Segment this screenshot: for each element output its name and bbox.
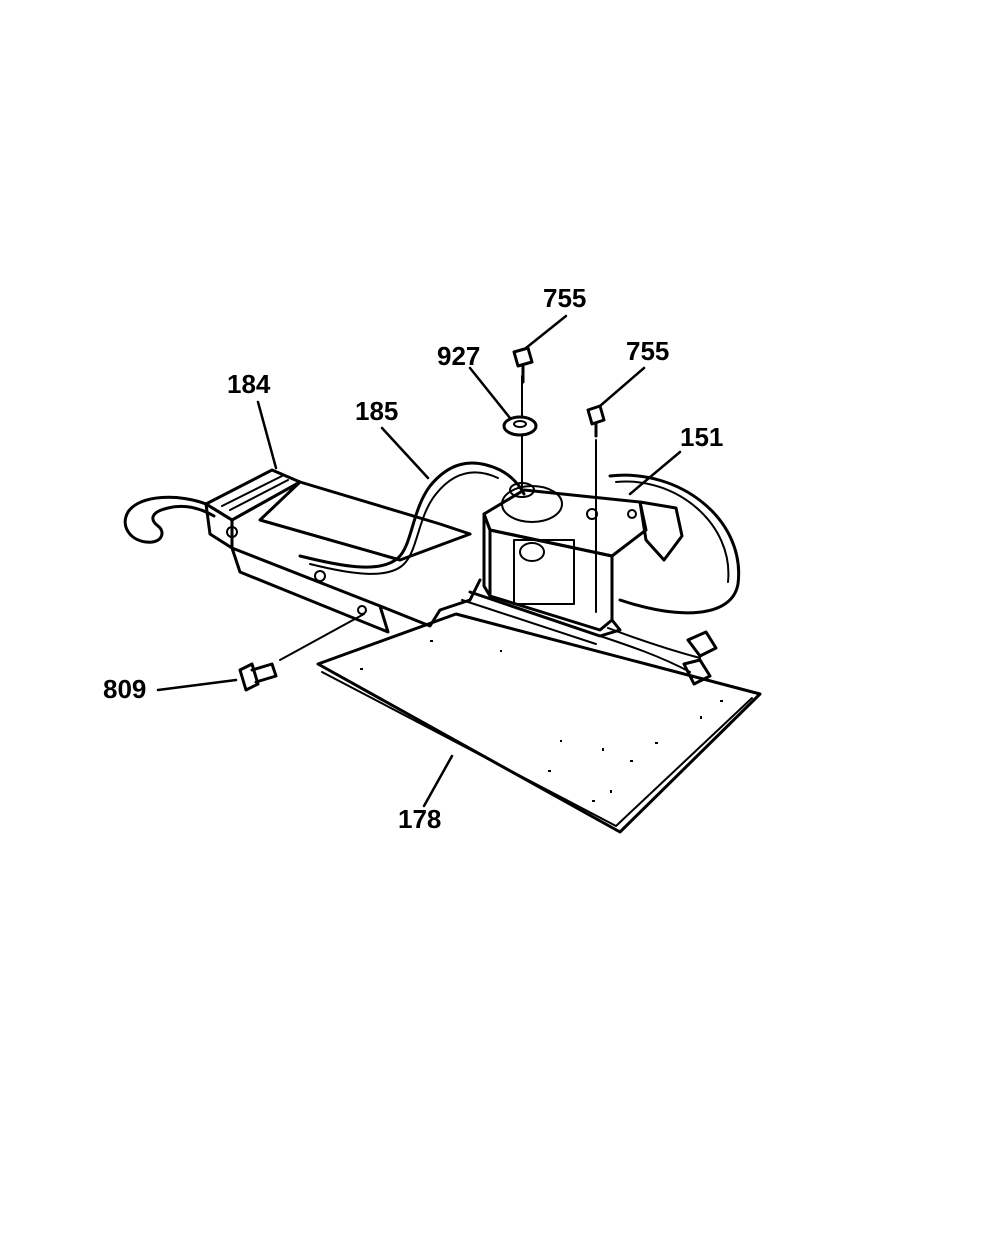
screw-755-right-part [586, 404, 606, 613]
motor-assembly-part [461, 473, 741, 686]
callout-178: 178 [398, 804, 441, 834]
callout-755-top: 755 [543, 283, 586, 313]
wire-tube-part [298, 461, 526, 575]
callout-184: 184 [227, 369, 271, 399]
screw-755-top-part [512, 346, 534, 384]
callout-185: 185 [355, 396, 398, 426]
callout-151: 151 [680, 422, 723, 452]
hook-bracket-part [123, 468, 482, 634]
washer-part [502, 375, 538, 493]
callout-755-right: 755 [626, 336, 669, 366]
callout-927: 927 [437, 341, 480, 371]
insulation-pad-part [316, 612, 762, 834]
screw-809-part [238, 613, 365, 692]
leader-lines [156, 314, 682, 808]
callout-809: 809 [103, 674, 146, 704]
